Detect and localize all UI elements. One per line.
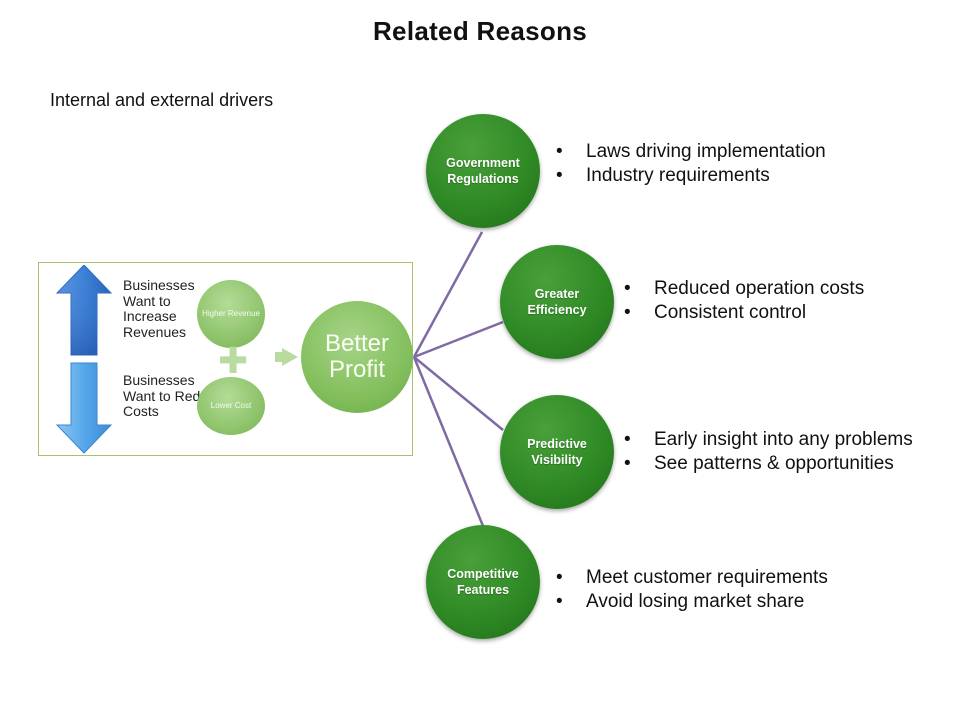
bullet-list-greater-efficiency: Reduced operation costs Consistent contr… — [624, 277, 864, 325]
bullet-item: Meet customer requirements — [556, 566, 828, 590]
connector-line — [413, 320, 504, 359]
bullet-item: See patterns & opportunities — [624, 452, 913, 476]
driver-circle-competitive-features: Competitive Features — [426, 525, 540, 639]
bullet-item: Early insight into any problems — [624, 428, 913, 452]
slide-subtitle: Internal and external drivers — [50, 90, 274, 110]
bullet-list-competitive-features: Meet customer requirements Avoid losing … — [556, 566, 828, 614]
lower-cost-circle: Lower Cost — [197, 377, 265, 435]
driver-circle-greater-efficiency: Greater Efficiency — [500, 245, 614, 359]
bullet-item: Laws driving implementation — [556, 140, 826, 164]
connector-line — [413, 356, 504, 431]
increase-revenues-label: Businesses Want to Increase Revenues — [123, 277, 195, 340]
better-profit-circle: Better Profit — [301, 301, 413, 413]
driver-circle-government-regulations: Government Regulations — [426, 114, 540, 228]
down-arrow-icon — [55, 362, 113, 454]
right-arrow-icon — [282, 348, 298, 366]
up-arrow-icon — [55, 265, 113, 356]
slide-title: Related Reasons — [372, 16, 588, 46]
profit-inset-diagram: Businesses Want to Increase Revenues Bus… — [38, 262, 413, 456]
plus-icon: ✚ — [218, 340, 249, 381]
bullet-item: Industry requirements — [556, 164, 826, 188]
bullet-item: Reduced operation costs — [624, 277, 864, 301]
connector-line — [412, 356, 485, 527]
right-arrow-stem — [275, 352, 283, 362]
higher-revenue-circle: Higher Revenue — [197, 280, 265, 348]
bullet-item: Avoid losing market share — [556, 590, 828, 614]
bullet-item: Consistent control — [624, 301, 864, 325]
revenue-cost-arrows — [55, 265, 113, 454]
driver-circle-predictive-visibility: Predictive Visibility — [500, 395, 614, 509]
bullet-list-predictive-visibility: Early insight into any problems See patt… — [624, 428, 913, 476]
connector-line — [412, 231, 484, 358]
bullet-list-government-regulations: Laws driving implementation Industry req… — [556, 140, 826, 188]
